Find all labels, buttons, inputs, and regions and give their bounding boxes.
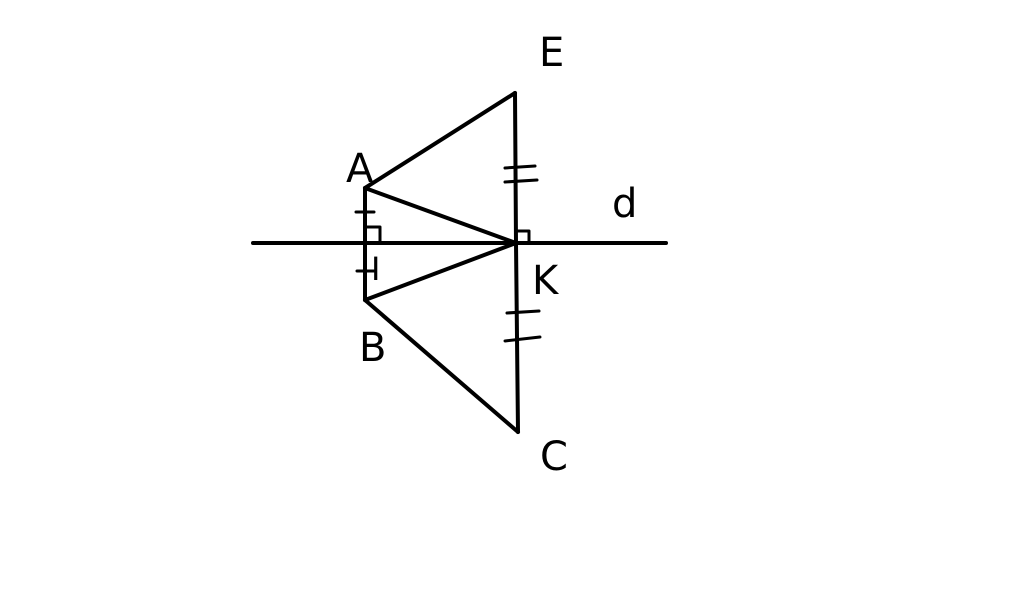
right-angle-k	[514, 229, 531, 245]
right-angle-i	[364, 225, 382, 245]
segment-bc	[363, 298, 520, 434]
label-e: E	[539, 30, 564, 76]
segment-ak	[363, 186, 518, 245]
label-k: K	[532, 258, 560, 304]
label-i: I	[371, 250, 380, 288]
label-c: C	[540, 434, 568, 480]
segment-ae	[363, 91, 517, 190]
label-d: d	[612, 181, 637, 227]
tick-ek-1	[503, 164, 537, 170]
label-b: B	[359, 325, 386, 371]
tick-kc-2	[503, 335, 542, 343]
tick-kc-1	[505, 309, 541, 315]
segment-bk	[363, 241, 518, 302]
tick-ek-2	[503, 178, 539, 184]
label-a: A	[346, 146, 374, 192]
segment-kc	[514, 241, 520, 434]
